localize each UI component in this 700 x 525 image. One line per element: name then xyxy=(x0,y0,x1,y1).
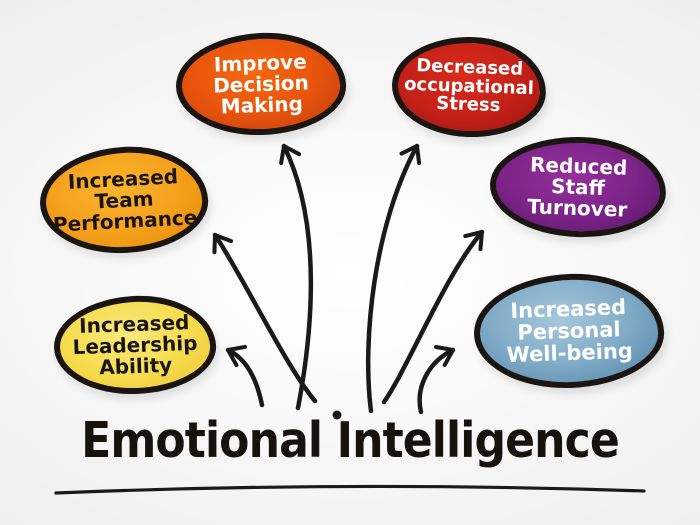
node-line: Performance xyxy=(52,204,198,237)
node-line: Making xyxy=(220,91,304,118)
arrow-to-improve-decision-making xyxy=(279,143,314,411)
center-dot xyxy=(332,410,342,420)
node-line: Well-being xyxy=(506,338,634,368)
node-line: Ability xyxy=(98,352,173,379)
arrow-to-increased-personal-well-being xyxy=(417,345,456,415)
arrow-to-increased-leadership-ability xyxy=(225,344,265,408)
diagram-title: Emotional Intelligence xyxy=(81,412,620,469)
node-line: Stress xyxy=(435,93,501,117)
title-underline xyxy=(54,484,646,495)
arrow-to-increased-team-performance xyxy=(212,232,318,404)
arrow-to-reduced-staff-turnover xyxy=(381,229,485,405)
node-line: Turnover xyxy=(526,193,628,222)
arrow-to-decreased-occupational-stress xyxy=(366,143,422,414)
